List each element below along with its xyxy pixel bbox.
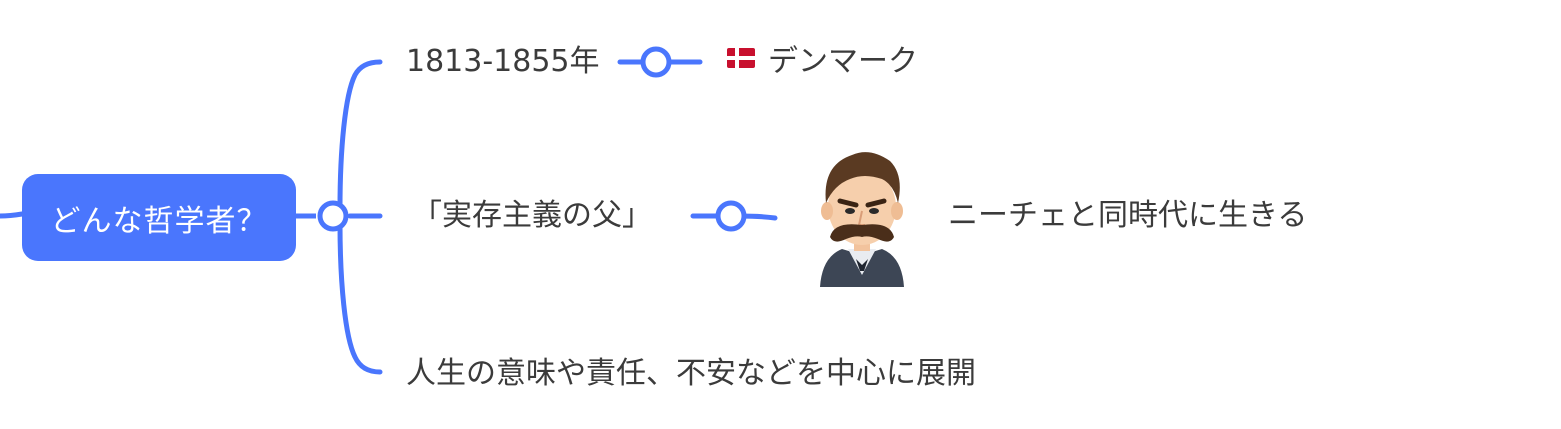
denmark-flag-icon [727,48,755,68]
child-label-contemporary[interactable]: ニーチェと同時代に生きる [948,198,1308,233]
collapse-node-1[interactable] [640,46,672,78]
incoming-connector [0,211,25,219]
branch-label-title[interactable]: 「実存主義の父」 [412,198,652,233]
collapse-node-2[interactable] [715,200,747,232]
branch-connector-3 [337,221,383,375]
branch-connector-1 [337,59,383,211]
junction-node[interactable] [317,200,349,232]
branch-label-themes[interactable]: 人生の意味や責任、不安などを中心に展開 [406,356,976,391]
child-label-country[interactable]: デンマーク [768,44,918,79]
nietzsche-portrait-icon [820,152,904,287]
branch-label-years[interactable]: 1813-1855年 [406,44,600,79]
root-node[interactable]: どんな哲学者？ [22,174,296,261]
root-label: どんな哲学者？ [50,203,268,239]
